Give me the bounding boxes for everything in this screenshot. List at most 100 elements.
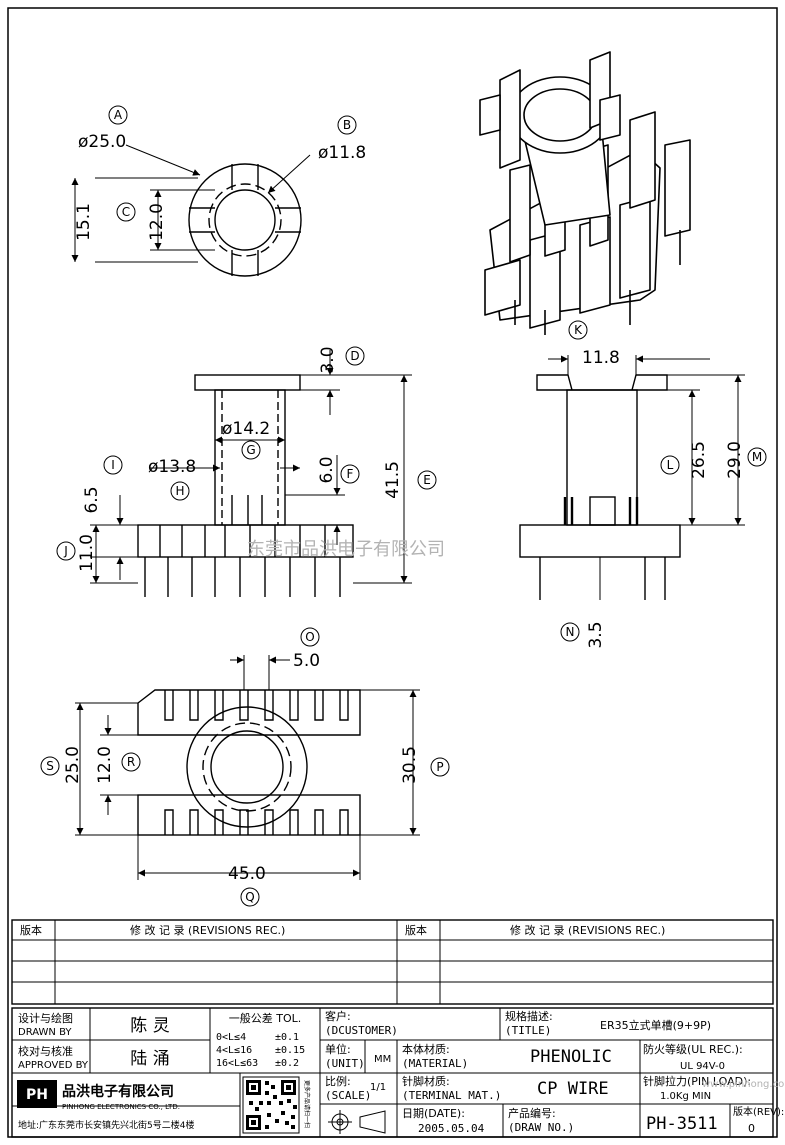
callout-o: O	[305, 630, 314, 644]
drawno-label-cn: 产品编号:	[508, 1106, 556, 1120]
unit-label-cn: 单位:	[325, 1042, 351, 1056]
company-logo: PH	[17, 1080, 57, 1108]
material-label-en: (MATERIAL)	[402, 1057, 468, 1070]
watermark: 东莞市品洪电子有限公司	[247, 539, 445, 560]
dim-outer: 29.0	[725, 441, 745, 479]
hidden-circle	[208, 183, 282, 257]
url-watermark: www.pinhong.com.td	[702, 1079, 785, 1090]
projection-symbol-icon	[328, 1110, 386, 1134]
tol-range-2: 16<L≤63	[216, 1058, 258, 1069]
callout-g: G	[246, 443, 255, 457]
dim-inner: 26.5	[689, 441, 709, 479]
callout-b: B	[343, 118, 351, 132]
company-en: PINHONG ELECTRONICS CO., LTD.	[62, 1103, 180, 1111]
tol-range-1: 4<L≤16	[216, 1045, 252, 1056]
side-view	[519, 355, 745, 600]
callout-j: J	[63, 544, 68, 558]
callout-a: A	[114, 108, 123, 122]
date-label: 日期(DATE):	[402, 1107, 465, 1120]
qr-code-icon	[242, 1076, 300, 1134]
dim-h1: 15.1	[74, 203, 94, 241]
rev-col-rec: 修 改 记 录 (REVISIONS REC.)	[130, 923, 285, 937]
dim-core: ø13.8	[148, 457, 196, 477]
dim-length: 45.0	[228, 864, 266, 884]
bottom-view	[75, 655, 420, 880]
sheet-border	[7, 7, 778, 1138]
dim-span-r: 12.0	[95, 746, 115, 784]
terminal-label-cn: 针脚材质:	[402, 1074, 450, 1088]
approved-by-name: 陆 涌	[130, 1049, 169, 1069]
customer-label-en: (DCUSTOMER)	[325, 1024, 398, 1037]
pinload-value: 1.0Kg MIN	[660, 1091, 711, 1102]
callout-c: C	[122, 205, 130, 219]
dim-base: 11.0	[77, 534, 97, 572]
tol-value-1: ±0.15	[275, 1045, 305, 1056]
callout-h: H	[175, 484, 184, 498]
company-logo-text: PH	[26, 1087, 48, 1103]
callout-k: K	[574, 323, 583, 337]
dim-pin: 3.5	[586, 621, 606, 648]
tol-value-2: ±0.2	[275, 1058, 299, 1069]
title-block-grid	[11, 1007, 774, 1138]
drawno-value: PH-3511	[646, 1114, 718, 1134]
revisions-table	[11, 919, 774, 1005]
approved-by-label-en: APPROVED BY	[18, 1060, 89, 1071]
rev-col-ver: 版本	[20, 923, 42, 937]
unit-value: MM	[374, 1054, 391, 1065]
callout-l: L	[667, 458, 674, 472]
callout-s: S	[46, 759, 54, 773]
company-name: 品洪电子有限公司	[62, 1083, 174, 1100]
callout-f: F	[347, 467, 354, 481]
dim-slot: 6.0	[317, 456, 337, 483]
dim-total: 41.5	[383, 461, 403, 499]
fire-label: 防火等级(UL REC.):	[643, 1042, 743, 1056]
drawn-by-label-cn: 设计与绘图	[18, 1011, 73, 1025]
rev-col-ver-2: 版本	[405, 923, 427, 937]
drawn-by-name: 陈 灵	[130, 1016, 169, 1036]
dim-bore: ø14.2	[222, 419, 270, 439]
title-value: ER35立式单槽(9+9P)	[600, 1018, 711, 1032]
tol-range-0: 0<L≤4	[216, 1032, 246, 1043]
rev-col-rec-2: 修 改 记 录 (REVISIONS REC.)	[510, 923, 665, 937]
dim-pitch: 5.0	[293, 651, 320, 671]
unit-label-en: (UNIT)	[325, 1057, 365, 1070]
material-value: PHENOLIC	[530, 1047, 612, 1067]
dim-outer-dia: ø25.0	[78, 132, 126, 152]
scale-value: 1/1	[370, 1082, 386, 1093]
callout-m: M	[752, 450, 762, 464]
drawno-label-en: (DRAW NO.)	[508, 1121, 574, 1134]
dim-span-s: 25.0	[63, 746, 83, 784]
customer-label-cn: 客户:	[325, 1009, 351, 1023]
rev-label: 版本(REV):	[733, 1105, 784, 1118]
callout-r: R	[127, 755, 135, 769]
date-value: 2005.05.04	[418, 1122, 485, 1135]
rev-value: 0	[748, 1122, 755, 1135]
drawn-by-label-en: DRAWN BY	[18, 1027, 72, 1038]
title-label-cn: 规格描述:	[505, 1009, 553, 1023]
dim-inner-dia: ø11.8	[318, 143, 366, 163]
dim-span-p: 30.5	[400, 746, 420, 784]
iso-view	[479, 51, 691, 335]
terminal-value: CP WIRE	[537, 1079, 609, 1099]
company-address: 地址:广东东莞市长安镇先兴北街5号二楼4楼	[18, 1119, 195, 1131]
callout-q: Q	[245, 890, 254, 904]
title-label-en: (TITLE)	[505, 1024, 551, 1037]
qr-caption: 更多产品请扫一扫	[303, 1080, 311, 1128]
top-view	[71, 144, 311, 277]
dim-width: 11.8	[582, 348, 620, 368]
scale-label-cn: 比例:	[325, 1074, 351, 1088]
tolerance-title: 一般公差 TOL.	[229, 1011, 302, 1025]
callout-e: E	[423, 473, 431, 487]
terminal-label-en: (TERMINAL MAT.)	[402, 1089, 501, 1102]
front-view	[90, 350, 412, 597]
dim-step: 6.5	[82, 486, 102, 513]
dim-flange: 3.0	[318, 346, 338, 373]
callout-p: P	[436, 760, 443, 774]
dim-h2: 12.0	[147, 203, 167, 241]
tol-value-0: ±0.1	[275, 1032, 299, 1043]
callout-n: N	[566, 625, 575, 639]
bore-circle	[214, 189, 276, 251]
scale-label-en: (SCALE)	[325, 1089, 371, 1102]
material-label-cn: 本体材质:	[402, 1042, 450, 1056]
